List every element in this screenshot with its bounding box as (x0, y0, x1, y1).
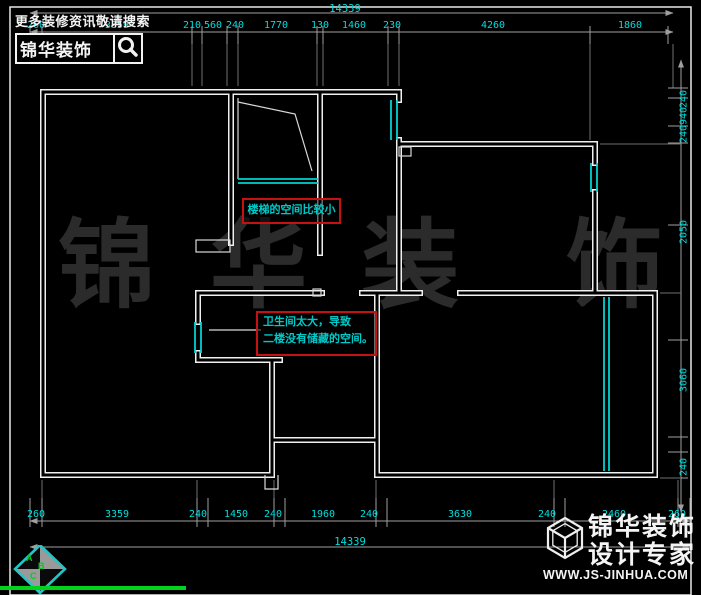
footer-website: WWW.JS-JINHUA.COM (543, 568, 689, 582)
bathroom-annotation-line1: 卫生间太大，导致 (263, 316, 351, 328)
magnifier-icon[interactable] (115, 35, 141, 62)
dimension-lines (29, 10, 691, 550)
promo-text: 更多装修资讯敬请搜索 (15, 14, 151, 29)
footer-logo: 锦华装饰 设计专家 WWW.JS-JINHUA.COM (538, 505, 701, 595)
stair-annotation-text: 楼梯的空间比较小 (247, 204, 336, 217)
cube-logo-icon (546, 516, 584, 560)
brand-label: 锦华装饰 (20, 41, 92, 60)
footer-brand-tagline: 设计专家 (588, 542, 697, 569)
watermark-char: 饰 (566, 213, 663, 320)
walls-core (41, 90, 657, 477)
watermark-char: 锦 (58, 213, 155, 320)
stair-annotation-box: 楼梯的空间比较小 (242, 198, 341, 224)
walls-outer (40, 89, 658, 478)
stair-lines (195, 98, 412, 490)
header-banner: 更多装修资讯敬请搜索 锦华装饰 (15, 11, 150, 64)
watermark-char: 华 (210, 213, 307, 320)
brand-search-box[interactable]: 锦华装饰 (15, 33, 143, 64)
compass-icon: A B C (12, 543, 68, 595)
divider (112, 35, 115, 62)
compass-letter-c: C (30, 571, 37, 581)
compass-letter-a: A (26, 553, 33, 563)
bathroom-annotation-box: 卫生间太大，导致 二楼没有储藏的空间。 (256, 311, 377, 356)
window-symbols (194, 100, 610, 471)
green-baseline (0, 586, 186, 590)
sheet-border (9, 6, 692, 595)
bathroom-annotation-line2: 二楼没有储藏的空间。 (263, 333, 373, 346)
compass-letter-b: B (38, 561, 45, 571)
